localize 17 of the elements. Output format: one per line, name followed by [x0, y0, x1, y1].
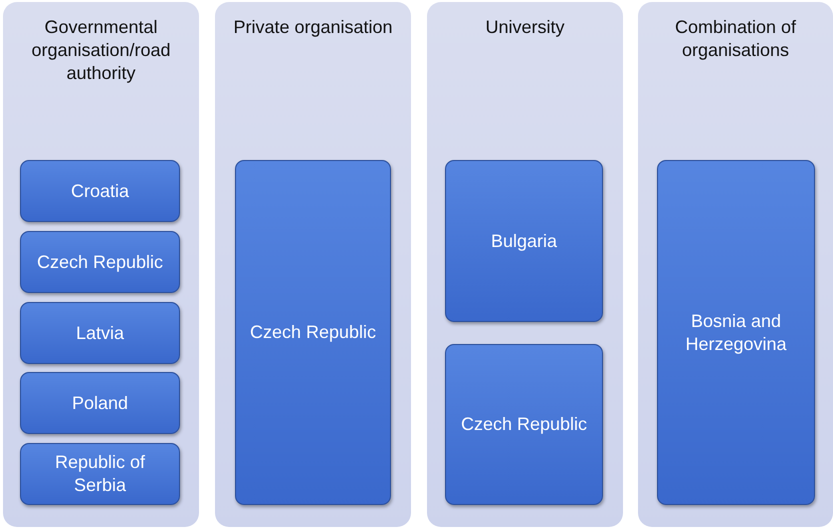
column-heading: Combination of organisations — [674, 16, 798, 62]
country-entry: Czech Republic — [235, 160, 391, 505]
column-heading: Governmental organisation/road authority — [30, 16, 172, 85]
country-entry: Czech Republic — [445, 344, 603, 505]
country-entry: Bosnia and Herzegovina — [657, 160, 815, 505]
country-entry: Latvia — [20, 302, 180, 364]
country-entry: Bulgaria — [445, 160, 603, 322]
category-panel — [638, 2, 833, 527]
country-entry: Croatia — [20, 160, 180, 222]
country-entry: Poland — [20, 372, 180, 434]
column-heading: Private organisation — [232, 16, 394, 39]
category-panel — [215, 2, 411, 527]
category-panel — [3, 2, 199, 527]
category-panel — [427, 2, 623, 527]
country-entry: Czech Republic — [20, 231, 180, 293]
country-entry: Republic of Serbia — [20, 443, 180, 505]
column-heading: University — [484, 16, 566, 39]
